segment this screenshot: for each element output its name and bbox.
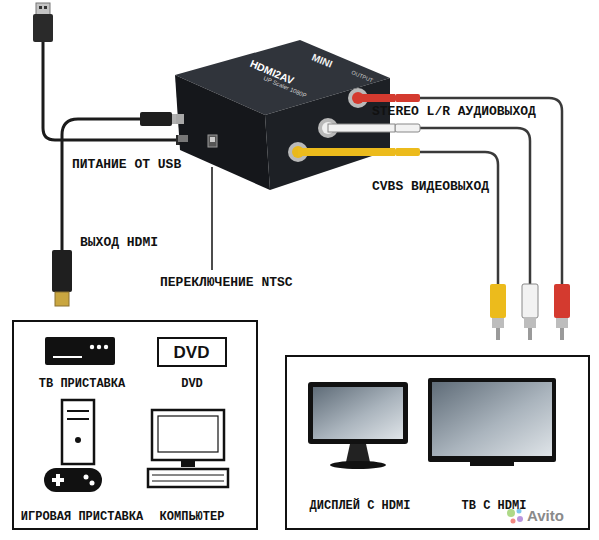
callout-label: STEREO L/R АУДИОВЫХОД [372,105,536,118]
keyboard [148,469,228,487]
plug-white [328,124,395,132]
hdmi-wire [62,119,140,252]
hdmi-plug-body [140,112,172,126]
gamepad-cross [56,474,60,486]
monitor-frame [308,382,408,444]
monitor-icon [308,382,408,469]
rca-plug-pin [496,328,500,340]
tv-frame [428,378,556,462]
gamepad [44,468,102,492]
source-panel: ТВ ПРИСТАВКА DVD ИГРОВАЯ ПРИСТАВКА КОМПЬЮТЕ… [12,320,258,530]
rca-plug-white [395,124,420,132]
gamepad-button [84,475,89,480]
device-label: DVD [181,378,203,390]
rca-plug-yellow [490,284,506,318]
power-button [75,437,81,443]
monitor-screen [313,387,403,439]
game-console-icon [44,400,102,492]
callout-label: CVBS ВИДЕОВЫХОД [372,180,489,193]
usb-plug-hole [39,6,42,9]
device-shape [170,35,395,195]
rca-plug-pin [528,328,532,340]
drive-slot [67,410,89,412]
hdmi-plug-body [52,250,72,292]
logo-text: DVD [174,343,210,360]
tv-icon [428,378,556,466]
rca-plug-sleeve [492,318,504,328]
tv-stand [470,462,514,466]
console-tower [62,400,94,464]
gamepad-button [90,481,95,486]
callout-label: ВЫХОД HDMI [80,236,158,249]
plug-red [358,94,395,102]
indicator-dot [97,345,101,349]
audio-left-wire [420,128,530,286]
tv-screen [432,382,552,456]
key-row [152,475,224,476]
dvd-logo: DVD [157,337,227,367]
logo-dot [511,519,516,524]
rca-plug-white [522,284,538,318]
device-label: ТВ С HDMI [462,500,527,512]
side-face [175,75,270,190]
switch-knob [210,137,215,142]
usb-port [178,135,188,142]
key-row [152,481,224,482]
set-top-box-body [45,337,115,365]
monitor-stand [346,444,370,462]
leader-line [211,167,213,270]
front-slot [53,356,82,358]
display-panel: ДИСПЛЕЙ С HDMI ТВ С HDMI [285,355,590,530]
callout-label: ПЕРЕКЛЮЧЕНИЕ NTSC [160,276,293,289]
usb-plug-hole [44,6,47,9]
rca-plug-red [554,284,570,318]
plug-yellow [298,148,395,156]
rca-plug-red [395,94,420,102]
usb-cable [33,3,190,145]
hdmi-port [176,114,184,124]
rca-cables [395,94,570,340]
hdmi-plug-tip [55,292,69,306]
watermark: Avito [527,508,564,523]
rca-plug-sleeve [556,318,568,328]
indicator-dot [104,345,108,349]
computer-screen [158,416,218,452]
device-label: ИГРОВАЯ ПРИСТАВКА [21,511,143,523]
computer-icon [148,410,228,487]
logo-dot [517,516,523,522]
monitor-base [330,461,386,469]
set-top-box-icon [45,337,115,365]
device-label: ДИСПЛЕЙ С HDMI [310,500,411,512]
device-label: КОМПЬЮТЕР [160,511,225,523]
drive-slot [67,418,89,420]
callout-label: ПИТАНИЕ ОТ USB [72,158,181,171]
usb-plug-metal [36,3,50,15]
video-wire [420,152,498,286]
rca-plug-sleeve [524,318,536,328]
computer-monitor [152,410,224,460]
converter-box: MINIHDMI2AVUP Scaler 1080POUTPUT [170,35,395,195]
indicator-dot [90,345,94,349]
rca-plug-pin [560,328,564,340]
ntsc-switch [208,135,217,147]
rca-plug-yellow [395,148,420,156]
usb-plug-body [33,14,53,42]
device-label: ТВ ПРИСТАВКА [39,378,125,390]
monitor-stand [181,460,195,467]
